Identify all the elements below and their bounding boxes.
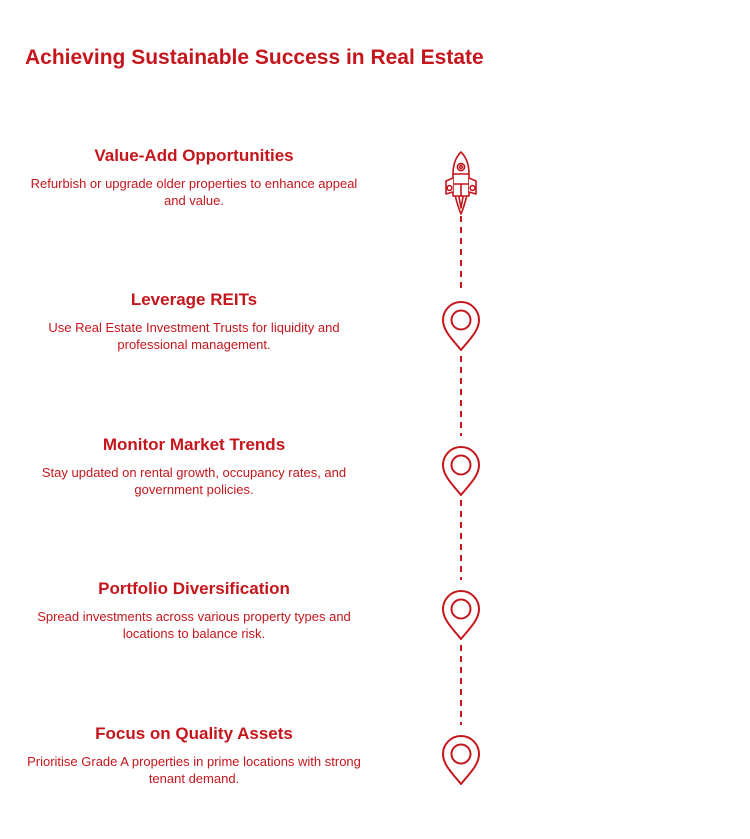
step-description: Use Real Estate Investment Trusts for li… — [48, 320, 340, 352]
step-description: Stay updated on rental growth, occupancy… — [41, 465, 347, 497]
step-description: Refurbish or upgrade older properties to… — [30, 176, 358, 208]
timeline-track — [442, 151, 480, 785]
location-pin-icon — [442, 735, 480, 785]
location-pin-icon — [442, 301, 480, 351]
step-description: Prioritise Grade A properties in prime l… — [27, 754, 361, 786]
location-pin-icon — [442, 590, 480, 640]
step-description: Spread investments across various proper… — [37, 609, 351, 641]
step-portfolio-diversification: Portfolio Diversification Spread investm… — [20, 578, 368, 642]
step-title: Portfolio Diversification — [98, 579, 290, 598]
step-title: Focus on Quality Assets — [95, 724, 293, 743]
step-monitor-trends: Monitor Market Trends Stay updated on re… — [20, 434, 368, 498]
step-leverage-reits: Leverage REITs Use Real Estate Investmen… — [20, 289, 368, 353]
step-title: Value-Add Opportunities — [94, 146, 294, 165]
location-pin-icon — [442, 446, 480, 496]
step-title: Monitor Market Trends — [102, 435, 286, 454]
step-quality-assets: Focus on Quality Assets Prioritise Grade… — [20, 723, 368, 787]
rocket-icon — [445, 151, 477, 215]
page-title: Achieving Sustainable Success in Real Es… — [25, 46, 484, 69]
step-title: Leverage REITs — [130, 290, 258, 309]
step-value-add: Value-Add Opportunities Refurbish or upg… — [20, 145, 368, 209]
